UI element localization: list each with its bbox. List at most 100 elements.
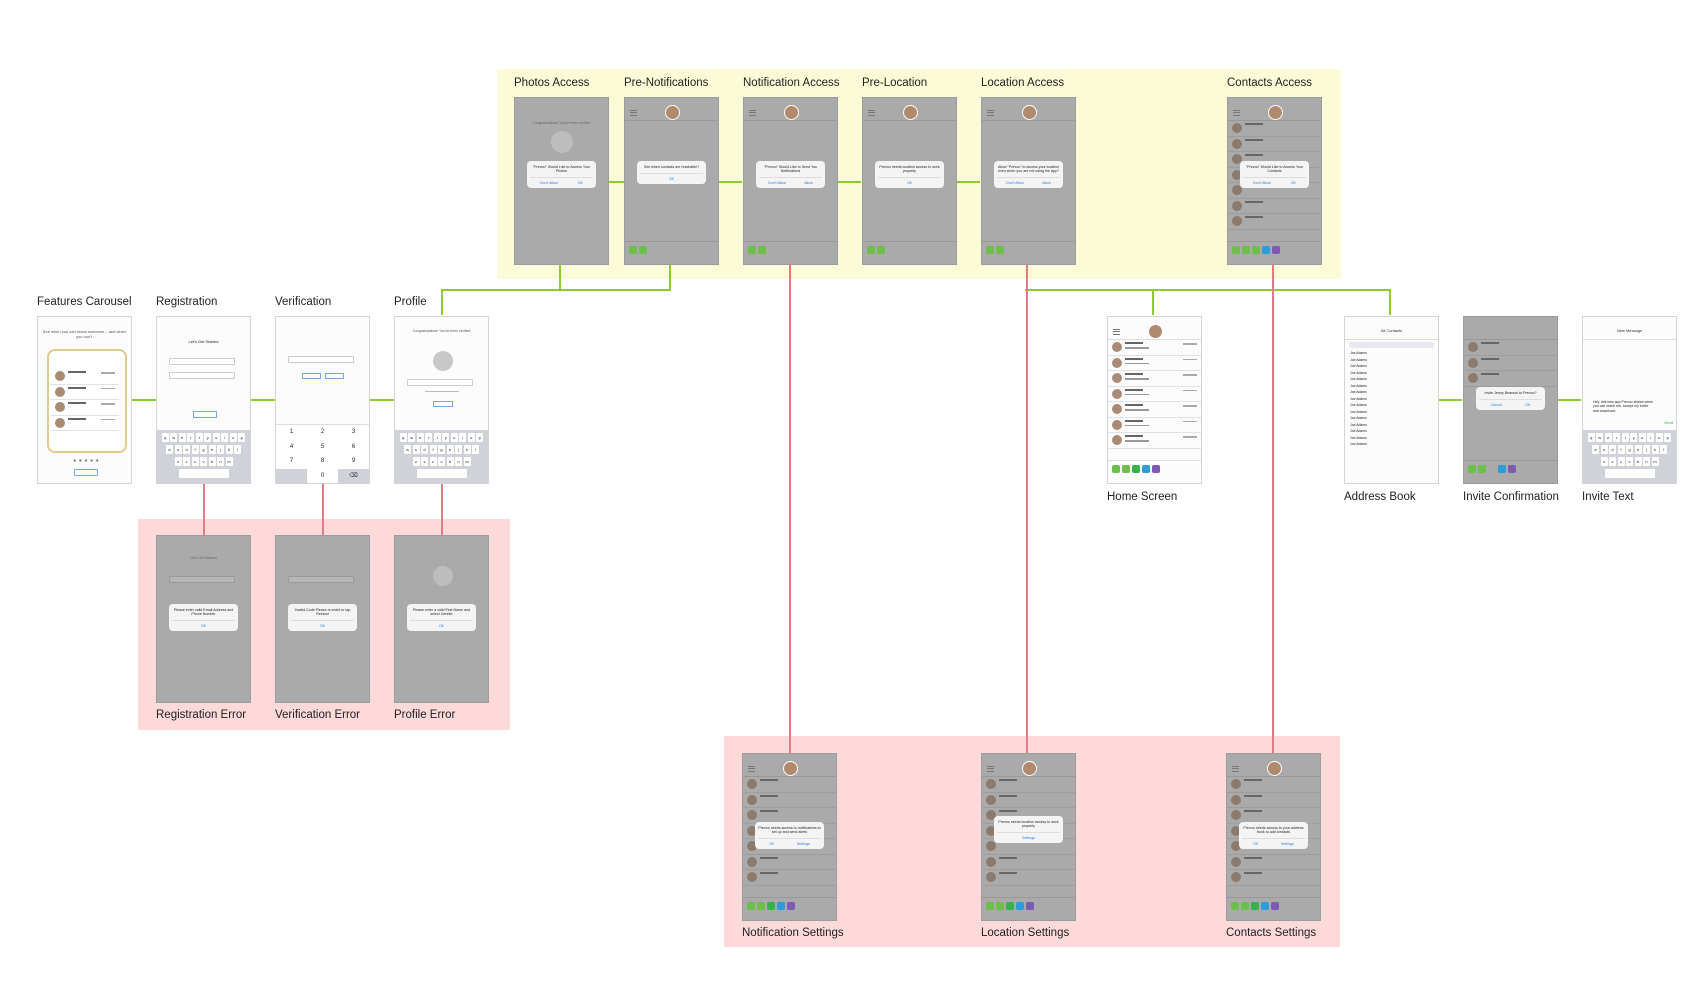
screen-location-settings[interactable]: Prevoo needs location access to work pro… xyxy=(981,753,1076,921)
permission-alert[interactable]: Allow "Prevoo" to access your location e… xyxy=(994,161,1063,188)
label-features-carousel: Features Carousel xyxy=(37,296,132,308)
error-alert[interactable]: Please enter valid Email Address and Pho… xyxy=(169,604,238,631)
label-profile: Profile xyxy=(394,296,427,308)
dont-allow-button[interactable]: Don't Allow xyxy=(540,181,558,185)
label-location-access: Location Access xyxy=(981,77,1064,89)
gender-selector[interactable] xyxy=(425,391,459,396)
error-alert[interactable]: Please enter a valid First Name and sele… xyxy=(407,604,476,631)
error-connector xyxy=(789,265,791,753)
error-connector xyxy=(203,483,205,535)
dont-allow-button[interactable]: Don't Allow xyxy=(1006,181,1024,185)
screen-features-carousel[interactable]: See when you can reach someone – and whe… xyxy=(37,316,132,484)
screen-location-access[interactable]: Allow "Prevoo" to access your location e… xyxy=(981,97,1076,265)
cancel-button[interactable]: Cancel xyxy=(1491,403,1502,407)
settings-alert[interactable]: Prevoo needs access to notifications to … xyxy=(755,822,824,849)
pre-permission-alert[interactable]: Prevoo needs location access to work pro… xyxy=(875,161,944,188)
send-button[interactable]: Send xyxy=(1664,421,1673,425)
flow-connector xyxy=(559,265,561,290)
permission-alert[interactable]: "Prevoo" Would Like to Access Your Photo… xyxy=(527,161,596,188)
resend-button[interactable] xyxy=(302,373,321,379)
screen-photos-access[interactable]: Congratulations! You've been verified "P… xyxy=(514,97,609,265)
screen-registration-error[interactable]: Let's Get Started Please enter valid Ema… xyxy=(156,535,251,703)
verification-code-field[interactable] xyxy=(288,356,354,363)
screen-home[interactable] xyxy=(1107,316,1202,484)
ok-button[interactable]: OK xyxy=(1525,403,1530,407)
screen-contacts-settings[interactable]: Prevoo needs access to your address book… xyxy=(1226,753,1321,921)
ok-button[interactable]: OK xyxy=(320,624,325,628)
error-alert[interactable]: Invalid Code Please re-enter or tap Rese… xyxy=(288,604,357,631)
submit-button[interactable] xyxy=(325,373,344,379)
screen-invite-text[interactable]: New Message Hey, this new app Prevoo sho… xyxy=(1582,316,1677,484)
label-registration-error: Registration Error xyxy=(156,709,246,721)
label-verification-error: Verification Error xyxy=(275,709,360,721)
permission-alert[interactable]: "Prevoo" Would Like to Send You Notifica… xyxy=(756,161,825,188)
label-notification-access: Notification Access xyxy=(743,77,840,89)
phone-field[interactable] xyxy=(169,372,235,379)
screen-contacts-access[interactable]: "Prevoo" Would Like to Access Your Conta… xyxy=(1227,97,1322,265)
label-pre-notifications: Pre-Notifications xyxy=(624,77,708,89)
sign-up-button[interactable] xyxy=(74,469,98,476)
screen-notification-settings[interactable]: Prevoo needs access to notifications to … xyxy=(742,753,837,921)
flow-connector xyxy=(251,399,277,401)
allow-button[interactable]: Allow xyxy=(804,181,813,185)
ok-button[interactable]: OK xyxy=(669,177,674,181)
screen-verification-error[interactable]: Invalid Code Please re-enter or tap Rese… xyxy=(275,535,370,703)
permission-alert[interactable]: "Prevoo" Would Like to Access Your Conta… xyxy=(1240,161,1309,188)
settings-alert[interactable]: Prevoo needs location access to work pro… xyxy=(994,816,1063,843)
flow-connector xyxy=(956,181,980,183)
error-connector xyxy=(1272,265,1274,753)
settings-button[interactable]: Settings xyxy=(1281,842,1294,846)
label-contacts-access: Contacts Access xyxy=(1227,77,1312,89)
email-field[interactable] xyxy=(169,358,235,365)
screen-notification-access[interactable]: "Prevoo" Would Like to Send You Notifica… xyxy=(743,97,838,265)
contacts-search-bar[interactable] xyxy=(1349,342,1434,348)
ok-button[interactable]: OK xyxy=(201,624,206,628)
dont-allow-button[interactable]: Don't Allow xyxy=(768,181,786,185)
label-contacts-settings: Contacts Settings xyxy=(1226,927,1316,939)
label-pre-location: Pre-Location xyxy=(862,77,927,89)
message-text[interactable]: Hey, this new app Prevoo shows when you … xyxy=(1593,400,1653,413)
dont-allow-button[interactable]: Don't Allow xyxy=(1253,181,1271,185)
label-invite-confirmation: Invite Confirmation xyxy=(1463,491,1559,503)
flow-connector xyxy=(1025,289,1390,291)
screen-profile-error[interactable]: Please enter a valid First Name and sele… xyxy=(394,535,489,703)
flow-connector xyxy=(718,181,742,183)
carousel-page-dots[interactable] xyxy=(72,459,100,462)
flow-connector xyxy=(370,399,396,401)
allow-button[interactable]: Allow xyxy=(1042,181,1051,185)
flow-connector xyxy=(1389,289,1391,315)
ok-button[interactable]: OK xyxy=(1253,842,1258,846)
screen-pre-notifications[interactable]: See when contacts are reachable? OK xyxy=(624,97,719,265)
screen-pre-location[interactable]: Prevoo needs location access to work pro… xyxy=(862,97,957,265)
flow-connector xyxy=(1555,399,1581,401)
label-address-book: Address Book xyxy=(1344,491,1416,503)
done-button[interactable] xyxy=(433,401,453,407)
profile-photo-placeholder[interactable] xyxy=(433,351,453,371)
ok-button[interactable]: OK xyxy=(907,181,912,185)
label-notification-settings: Notification Settings xyxy=(742,927,844,939)
settings-button[interactable]: Settings xyxy=(797,842,810,846)
ok-button[interactable]: OK xyxy=(769,842,774,846)
flow-connector xyxy=(1152,289,1154,315)
ok-button[interactable]: OK xyxy=(578,181,583,185)
pre-permission-alert[interactable]: See when contacts are reachable? OK xyxy=(637,161,706,184)
ok-button[interactable]: OK xyxy=(1291,181,1296,185)
ok-button[interactable]: OK xyxy=(439,624,444,628)
label-photos-access: Photos Access xyxy=(514,77,589,89)
error-connector xyxy=(322,483,324,535)
settings-alert[interactable]: Prevoo needs access to your address book… xyxy=(1239,822,1308,849)
next-button[interactable] xyxy=(193,411,217,418)
settings-button[interactable]: Settings xyxy=(1022,836,1035,840)
first-name-field[interactable] xyxy=(407,379,473,386)
